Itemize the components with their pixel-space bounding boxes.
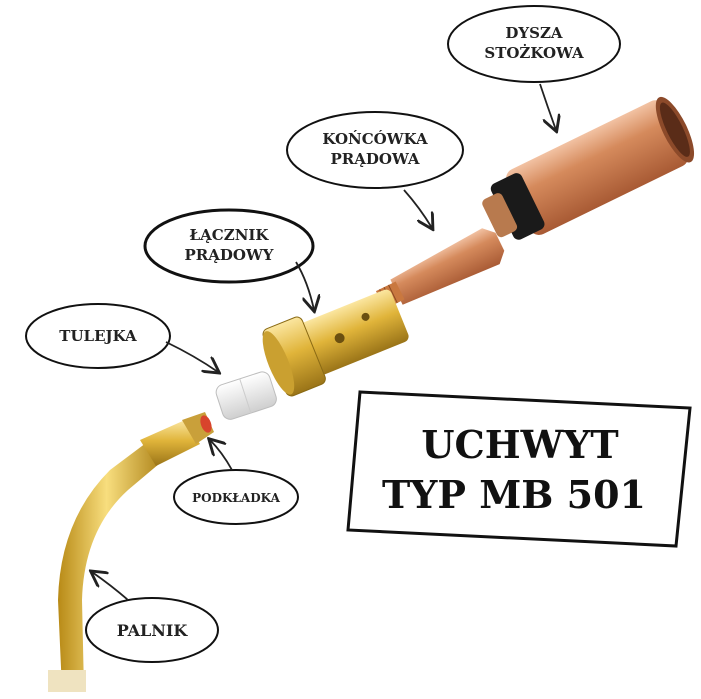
tip-holder [262, 289, 409, 397]
label-tip-holder-line1: ŁĄCZNIK [190, 226, 270, 244]
label-gas-nozzle-line1: DYSZA [505, 24, 562, 42]
label-sleeve: TULEJKA [59, 327, 137, 345]
callout-contact-tip: KOŃCÓWKA PRĄDOWA [286, 111, 464, 228]
title-line1: UCHWYT [421, 422, 618, 467]
callout-sleeve: TULEJKA [25, 303, 218, 372]
callout-washer: PODKŁADKA [173, 440, 299, 525]
insulating-sleeve [215, 371, 277, 420]
label-contact-tip-line1: KOŃCÓWKA [322, 130, 428, 148]
title-line2: TYP MB 501 [382, 472, 646, 517]
washer [200, 415, 212, 433]
label-contact-tip-line2: PRĄDOWA [331, 150, 420, 168]
label-torch-neck: PALNIK [117, 621, 189, 640]
label-washer: PODKŁADKA [192, 491, 280, 505]
label-tip-holder-line2: PRĄDOWY [184, 246, 273, 264]
callout-gas-nozzle: DYSZA STOŻKOWA [447, 5, 621, 130]
title-box: UCHWYT TYP MB 501 [346, 390, 692, 548]
gas-nozzle [482, 96, 695, 240]
label-gas-nozzle-line2: STOŻKOWA [484, 43, 584, 62]
callout-torch-neck: PALNIK [85, 572, 219, 663]
callout-tip-holder: ŁĄCZNIK PRĄDOWY [143, 208, 314, 310]
